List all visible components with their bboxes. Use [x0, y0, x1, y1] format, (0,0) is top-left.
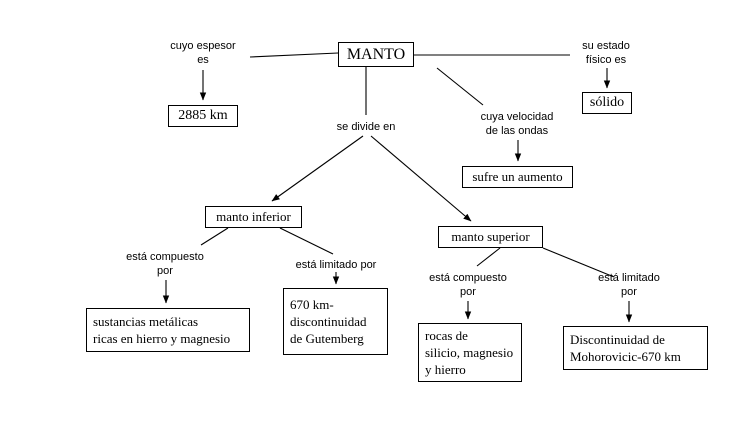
node-espesor-valor[interactable]: 2885 km — [168, 105, 238, 127]
node-manto-superior[interactable]: manto superior — [438, 226, 543, 248]
edge-se-divide-to-manto-superior — [370, 135, 472, 222]
node-manto[interactable]: MANTO — [338, 42, 414, 67]
edge-manto-inferior-to-compuesto — [200, 227, 229, 246]
edge-manto-to-cuya-velocidad — [436, 67, 484, 106]
edge-label-cuyo-espesor-es: cuyo espesor es — [170, 40, 236, 67]
edge-label-esta-compuesto-por-superior: está compuesto por — [429, 272, 507, 299]
node-estado-fisico[interactable]: sólido — [582, 92, 632, 114]
node-limite-superior[interactable]: Discontinuidad de Mohorovicic-670 km — [563, 326, 708, 370]
edge-manto-inferior-to-limitado — [279, 227, 334, 255]
node-limite-inferior[interactable]: 670 km- discontinuidad de Gutemberg — [283, 288, 388, 355]
edge-label-cuya-velocidad-de-las-ondas: cuya velocidad de las ondas — [480, 111, 554, 138]
edge-manto-to-cuyo-espesor — [249, 52, 339, 58]
node-manto-inferior[interactable]: manto inferior — [205, 206, 302, 228]
edge-label-se-divide-en: se divide en — [336, 121, 396, 133]
node-velocidad-ondas[interactable]: sufre un aumento — [462, 166, 573, 188]
node-composicion-inferior[interactable]: sustancias metálicas ricas en hierro y m… — [86, 308, 250, 352]
edge-label-su-estado-fisico-es: su estado físico es — [582, 40, 630, 67]
edge-label-esta-limitado-por-inferior: está limitado por — [295, 259, 377, 271]
node-composicion-superior[interactable]: rocas de silicio, magnesio y hierro — [418, 323, 522, 382]
edge-label-esta-limitado-por-superior: está limitado por — [598, 272, 660, 299]
edge-se-divide-to-manto-inferior — [271, 135, 364, 202]
edge-label-esta-compuesto-por-inferior: está compuesto por — [126, 251, 204, 278]
edge-manto-superior-to-compuesto — [476, 247, 501, 267]
